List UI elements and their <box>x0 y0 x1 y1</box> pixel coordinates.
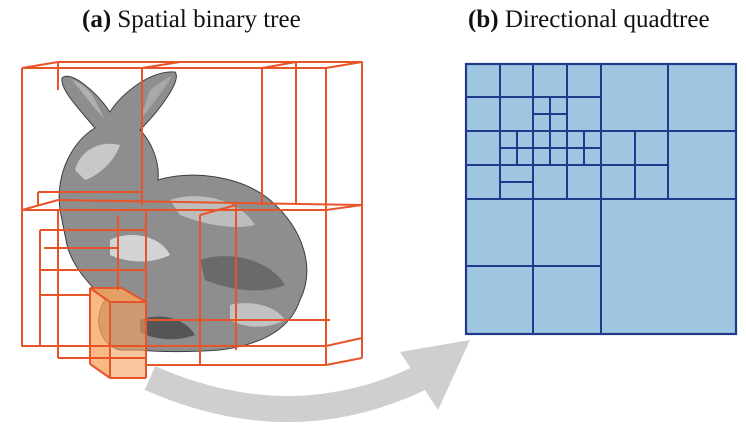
panel-b-title: Directional quadtree <box>504 6 710 33</box>
panel-a-tag: (a) <box>82 6 112 33</box>
bvh-wireframe <box>21 61 363 379</box>
panel-b-tag: (b) <box>468 6 499 33</box>
panel-a-caption: (a) Spatial binary tree <box>82 6 301 34</box>
transition-arrow <box>144 340 470 422</box>
panel-a-title: Spatial binary tree <box>117 6 301 33</box>
quadtree <box>464 62 738 336</box>
panel-b-caption: (b) Directional quadtree <box>468 6 710 34</box>
